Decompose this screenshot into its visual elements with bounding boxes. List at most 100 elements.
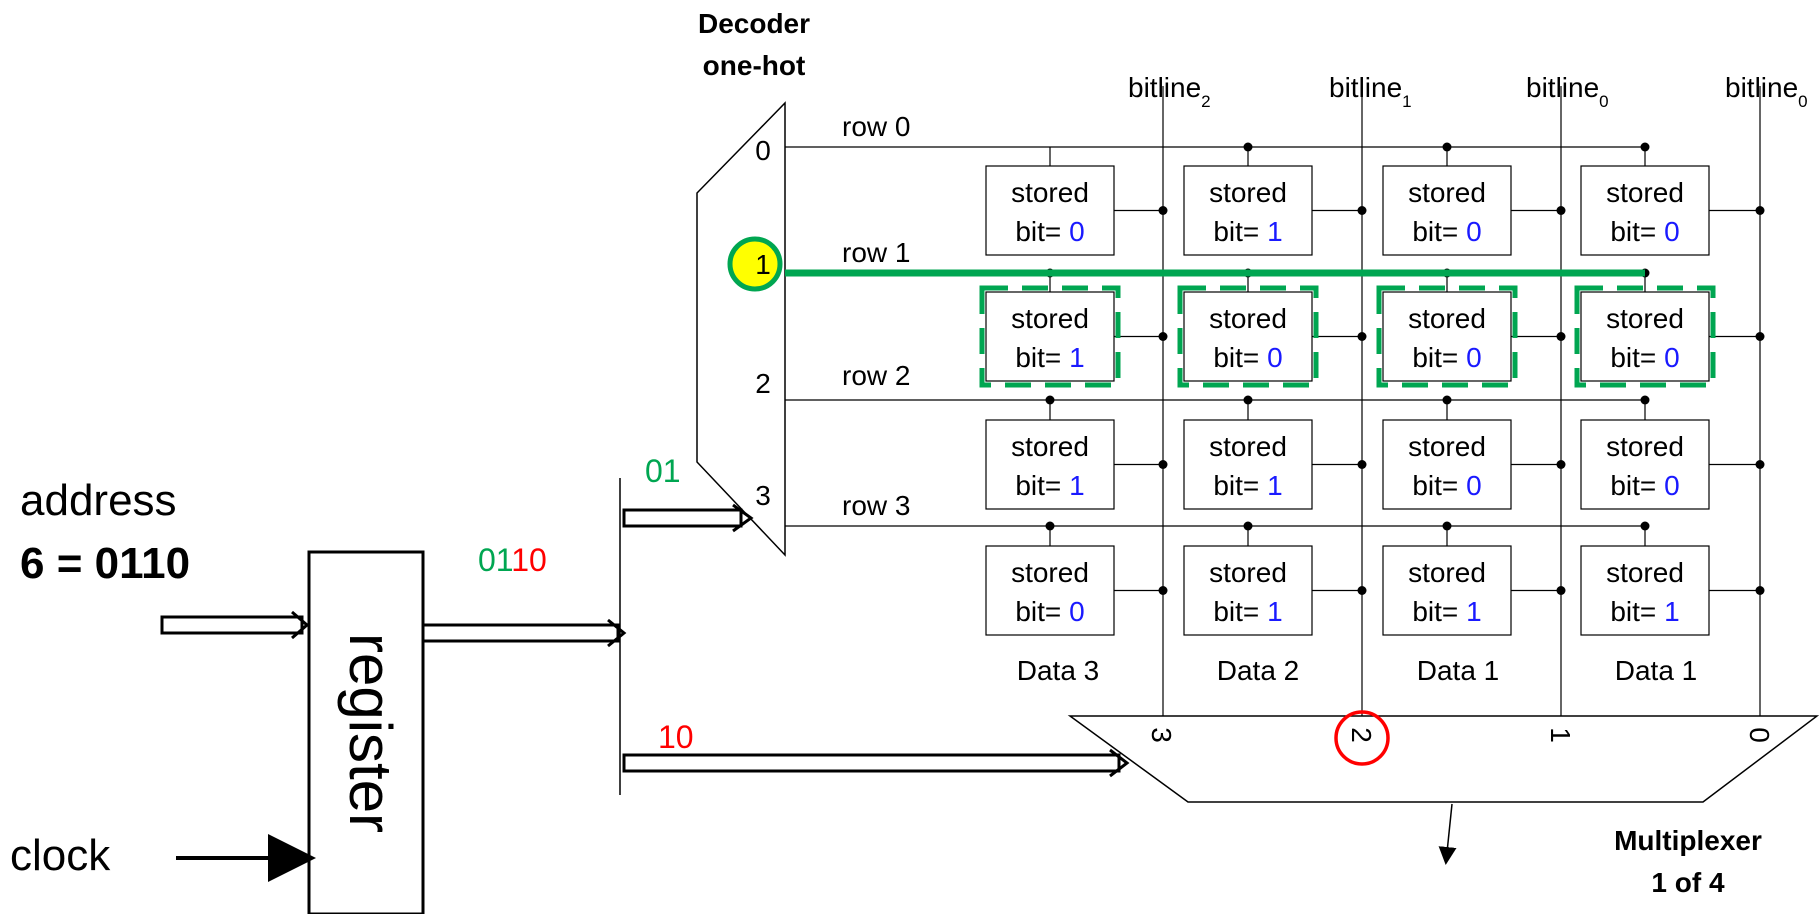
cell-line2: bit= 0 [1213, 342, 1282, 373]
cell-prefix: bit= [1610, 596, 1664, 627]
decoder-port-3: 3 [755, 480, 771, 511]
cell-bit-value: 0 [1267, 342, 1283, 373]
cell-prefix: bit= [1015, 596, 1069, 627]
row-label-1: row 1 [842, 237, 910, 268]
cell-line2: bit= 1 [1610, 596, 1679, 627]
word-junction [1442, 142, 1452, 152]
cell-box [1580, 165, 1710, 256]
cell-prefix: bit= [1213, 216, 1267, 247]
cell-prefix: bit= [1610, 216, 1664, 247]
cell-box [1183, 291, 1313, 382]
bit-junction [1755, 332, 1765, 341]
selected-mux-port [1334, 710, 1390, 766]
word-junction [1243, 142, 1253, 152]
bit-junction [1556, 332, 1566, 341]
bitline-labels: bitline2 bitline1 bitline0 bitline0 [1128, 72, 1808, 111]
bitline-sub-3: 2 [1201, 92, 1210, 111]
cell-bit-value: 1 [1267, 216, 1283, 247]
cell-box [985, 291, 1115, 382]
cell-line1: stored [1408, 557, 1486, 588]
decoder-title-2: one-hot [703, 50, 806, 81]
cell-line2: bit= 0 [1610, 470, 1679, 501]
active-decoder-output [727, 236, 783, 292]
selected-cell-outline [979, 285, 1121, 388]
bit-junction [1357, 332, 1367, 341]
cell-prefix: bit= [1213, 342, 1267, 373]
cell-box [1382, 165, 1512, 256]
word-junction [1640, 521, 1650, 531]
selected-cell-outline [1376, 285, 1518, 388]
cell-bit-value: 1 [1466, 596, 1482, 627]
cell-line2: bit= 1 [1412, 596, 1481, 627]
cell-box [1382, 291, 1512, 382]
cell-line2: bit= 0 [1412, 470, 1481, 501]
bitline-label-1: bitline [1526, 72, 1599, 103]
svg-text:bitline0: bitline0 [1526, 72, 1609, 111]
word-junction [1243, 521, 1253, 531]
bitline-label-0: bitline [1725, 72, 1798, 103]
cell-bit-value: 1 [1267, 596, 1283, 627]
bit-junction [1357, 586, 1367, 595]
cell-line2: bit= 0 [1412, 216, 1481, 247]
col-select-bus [622, 753, 1121, 773]
register-out-bus [421, 623, 620, 643]
cell-box [1580, 545, 1710, 636]
bit-junction [1556, 460, 1566, 469]
cell-line2: bit= 0 [1015, 596, 1084, 627]
bit-junction [1357, 460, 1367, 469]
mux-port-0: 0 [1744, 727, 1775, 743]
cell-bit-value: 1 [1267, 470, 1283, 501]
bitline-sub-1: 0 [1599, 92, 1608, 111]
bitline-label-3: bitline [1128, 72, 1201, 103]
cell-box [1382, 419, 1512, 510]
decoder-title-1: Decoder [698, 8, 810, 39]
col-select-label: 10 [658, 719, 694, 755]
cell-prefix: bit= [1412, 596, 1466, 627]
cell-line1: stored [1606, 431, 1684, 462]
cell-line1: stored [1011, 303, 1089, 334]
cell-line1: stored [1408, 431, 1486, 462]
decoder: Decoder one-hot 0 2 3 1 [696, 8, 810, 557]
cell-line2: bit= 1 [1015, 342, 1084, 373]
cell-bit-value: 0 [1664, 470, 1680, 501]
cell-box [1183, 545, 1313, 636]
decoder-port-2: 2 [755, 368, 771, 399]
bit-junction [1556, 586, 1566, 595]
word-junction [1045, 395, 1055, 405]
mux-port-3: 3 [1146, 727, 1177, 743]
cell-bit-value: 0 [1466, 216, 1482, 247]
cell-line2: bit= 0 [1610, 216, 1679, 247]
cell-box [1382, 545, 1512, 636]
cell-bit-value: 0 [1466, 470, 1482, 501]
cell-prefix: bit= [1015, 216, 1069, 247]
cell-line2: bit= 1 [1213, 596, 1282, 627]
address-value: 6 = 0110 [20, 539, 190, 588]
cell-line2: bit= 1 [1213, 216, 1282, 247]
word-junction [1640, 395, 1650, 405]
data-label-0: Data 1 [1615, 655, 1698, 686]
cell-line2: bit= 0 [1015, 216, 1084, 247]
multiplexer: 3 2 1 0 Multiplexer 1 of 4 [1067, 710, 1819, 898]
mux-port-2: 2 [1346, 727, 1377, 743]
cell-box [1580, 419, 1710, 510]
cell-box [985, 419, 1115, 510]
word-junction [1442, 395, 1452, 405]
bit-junction [1158, 586, 1168, 595]
svg-text:bitline0: bitline0 [1725, 72, 1808, 111]
cell-line2: bit= 1 [1213, 470, 1282, 501]
cell-prefix: bit= [1610, 470, 1664, 501]
word-junction [1442, 521, 1452, 531]
data-label-1: Data 1 [1417, 655, 1500, 686]
bit-junction [1357, 206, 1367, 215]
mux-port-1: 1 [1545, 727, 1576, 743]
address-in-arrow [160, 615, 304, 635]
